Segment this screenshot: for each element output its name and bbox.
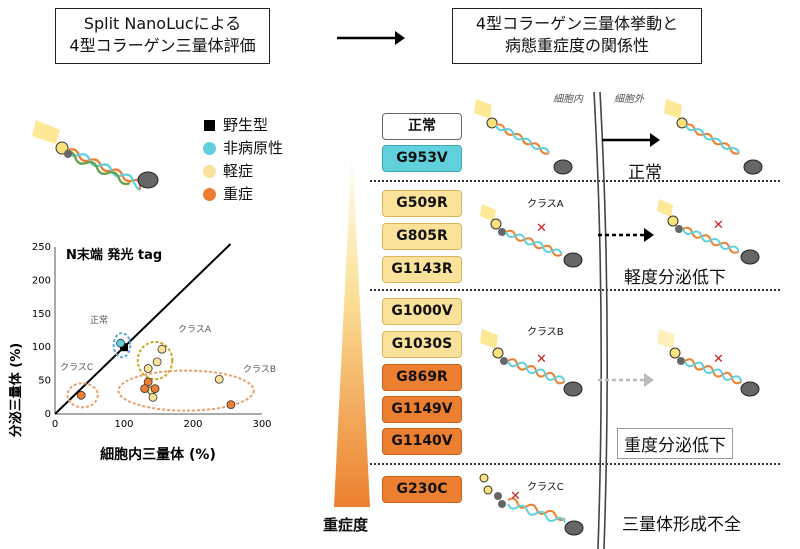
y-tick-label: 150 xyxy=(32,309,51,320)
data-point xyxy=(116,338,125,348)
data-point xyxy=(148,392,158,402)
label-intracellular: 細胞内 xyxy=(553,94,583,105)
severity-triangle xyxy=(334,145,370,507)
right-title-line2: 病態重症度の関係性 xyxy=(504,36,649,55)
class-a-label: クラスA xyxy=(527,199,564,210)
group-label-normal: 正常 xyxy=(90,314,108,326)
group-ellipse-class-c xyxy=(66,382,99,409)
diagonal-line xyxy=(54,243,232,415)
data-point xyxy=(157,344,167,354)
right-title-line1: 4型コラーゲン三量体挙動と xyxy=(475,14,679,33)
tag-g509r: G509R xyxy=(382,190,462,217)
y-tick-label: 250 xyxy=(32,242,51,253)
data-point xyxy=(214,374,224,384)
collagen-illustration-left xyxy=(32,120,159,192)
data-point xyxy=(152,357,162,367)
molecule-normal-inside xyxy=(474,99,573,175)
data-point xyxy=(226,400,236,410)
svg-text:✕: ✕ xyxy=(510,489,521,504)
normal-secretion-arrow xyxy=(602,133,660,147)
y-axis-label: 分泌三量体 (%) xyxy=(8,343,24,437)
left-title-line2: 4型コラーゲン三量体評価 xyxy=(69,36,256,55)
legend-label-severe: 重症 xyxy=(223,185,254,203)
data-point xyxy=(140,384,150,394)
triple-helix-icon xyxy=(65,148,142,192)
y-tick-label: 50 xyxy=(38,376,51,387)
y-tick-label: 0 xyxy=(45,409,51,420)
group-label-class-a: クラスA xyxy=(178,324,212,335)
data-point xyxy=(76,390,86,400)
legend-marker-severe xyxy=(203,188,216,201)
chart-group-ellipses xyxy=(66,332,255,412)
svg-text:✕: ✕ xyxy=(713,352,724,367)
tag-g869r: G869R xyxy=(382,364,462,391)
cell-membrane xyxy=(593,92,608,549)
tag-g1140v: G1140V xyxy=(382,428,462,455)
molecule-normal-outside xyxy=(664,99,763,175)
outcome-no-trimer: 三量体形成不全 xyxy=(622,515,741,535)
molecule-class-b-inside: ✕ xyxy=(480,329,583,397)
outcome-severe: 重度分泌低下 xyxy=(617,428,733,459)
molecule-class-c-inside: ✕ xyxy=(479,473,584,536)
legend-label-wildtype: 野生型 xyxy=(223,116,269,134)
mild-secretion-arrow xyxy=(598,228,654,242)
group-label-class-b: クラスB xyxy=(243,364,276,375)
class-c-label: クラスC xyxy=(527,482,564,493)
legend-marker-wildtype xyxy=(204,120,215,131)
y-tick-label: 100 xyxy=(32,342,51,353)
group-ellipse-class-a xyxy=(136,340,174,381)
group-ellipse-class-b xyxy=(117,369,255,412)
legend-label-nonpathogenic: 非病原性 xyxy=(223,139,284,157)
molecule-class-a-inside: ✕ xyxy=(480,204,583,268)
severity-label: 重症度 xyxy=(323,516,369,534)
header-arrow xyxy=(337,31,405,45)
chart-axes: 0 100 200 300 0 50 100 150 200 250 xyxy=(32,242,272,430)
tag-g805r: G805R xyxy=(382,223,462,250)
legend-marker-mild xyxy=(203,165,216,178)
legend-label-mild: 軽症 xyxy=(223,162,254,180)
tag-g1030s: G1030S xyxy=(382,331,462,358)
tag-g1000v: G1000V xyxy=(382,298,462,325)
right-title-box: 4型コラーゲン三量体挙動と 病態重症度の関係性 xyxy=(452,8,702,64)
tag-g953v: G953V xyxy=(382,145,462,172)
separator-3 xyxy=(370,463,780,465)
svg-text:✕: ✕ xyxy=(536,352,547,367)
class-b-label: クラスB xyxy=(527,327,564,338)
x-tick-label: 200 xyxy=(183,419,202,430)
y-tick-label: 200 xyxy=(32,275,51,286)
glow-icon xyxy=(32,120,60,144)
data-point-wildtype xyxy=(120,343,128,352)
x-tick-label: 100 xyxy=(114,419,133,430)
tag-g1143r: G1143R xyxy=(382,256,462,283)
group-label-class-c: クラスC xyxy=(60,362,93,373)
severe-secretion-arrow xyxy=(598,373,654,387)
x-axis-label: 細胞内三量体 (%) xyxy=(100,446,216,463)
data-point xyxy=(143,364,153,373)
x-tick-label: 300 xyxy=(252,419,271,430)
label-extracellular: 細胞外 xyxy=(614,94,644,105)
left-title-line1: Split NanoLucによる xyxy=(83,14,242,33)
tag-g230c: G230C xyxy=(382,476,462,503)
tag-normal: 正常 xyxy=(382,113,462,140)
globular-domain-icon xyxy=(137,171,159,189)
separator-1 xyxy=(370,180,780,182)
chart-title: N末端 発光 tag xyxy=(66,247,162,263)
separator-2 xyxy=(370,289,780,291)
outcome-normal: 正常 xyxy=(628,163,662,183)
data-point xyxy=(150,384,160,394)
x-tick-label: 0 xyxy=(52,419,58,430)
tag-g1149v: G1149V xyxy=(382,396,462,423)
chart-points xyxy=(76,338,236,410)
svg-text:✕: ✕ xyxy=(713,218,724,233)
molecule-class-b-outside: ✕ xyxy=(657,329,760,397)
outcome-mild: 軽度分泌低下 xyxy=(624,268,726,288)
svg-text:✕: ✕ xyxy=(536,221,547,236)
molecule-class-a-outside: ✕ xyxy=(657,199,760,265)
scatter-chart: N末端 発光 tag 分泌三量体 (%) 細胞内三量体 (%) 0 100 200 3… xyxy=(8,242,276,463)
legend-marker-nonpathogenic xyxy=(203,142,216,155)
nanoluc-icon xyxy=(55,141,69,155)
left-title-box: Split NanoLucによる 4型コラーゲン三量体評価 xyxy=(55,8,270,64)
